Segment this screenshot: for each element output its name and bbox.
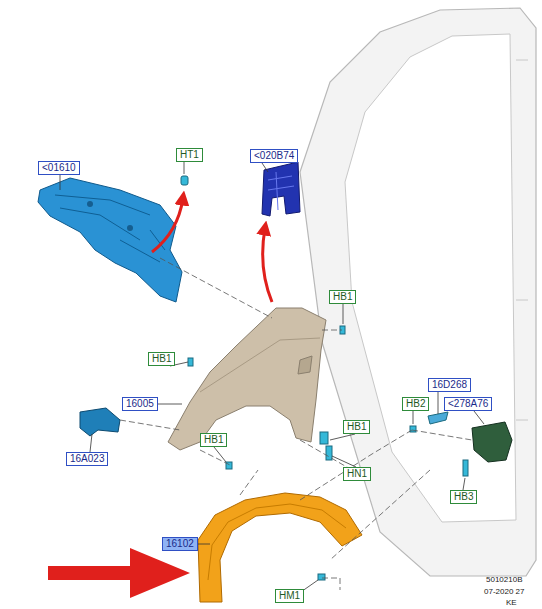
callout-box: HB2 — [402, 397, 429, 411]
pillar-bracket — [262, 162, 300, 216]
callout-number: HT1 — [180, 149, 199, 160]
callout-box: HN1 — [343, 467, 371, 481]
drawing-code: KE — [506, 598, 517, 608]
callout-box: 16D268 — [428, 378, 471, 392]
drawing-code: 07-2020 27 — [484, 587, 524, 597]
callout-box: <01610 — [38, 161, 80, 175]
callout-number: HB2 — [406, 398, 425, 409]
callout-box: <278A76 — [444, 397, 492, 411]
callout-number: <278A76 — [448, 398, 488, 409]
callout-box: HT1 — [176, 148, 203, 162]
drawing-code: 5010210B — [486, 575, 522, 585]
fender-bracket — [80, 408, 120, 436]
callout-box: <020B74 — [250, 149, 298, 163]
body-side — [300, 8, 536, 576]
callout-box: 16102 — [162, 537, 198, 551]
callout-number: HB1 — [333, 291, 352, 302]
callout-box: 16A023 — [66, 452, 108, 466]
leader-line — [60, 162, 484, 594]
callout-box: HB1 — [200, 433, 227, 447]
callout-number: 16005 — [126, 398, 154, 409]
cowl-panel — [38, 178, 182, 302]
callout-box: HB3 — [450, 490, 477, 504]
callout-number: HN1 — [347, 468, 367, 479]
callout-number: 16102 — [166, 538, 194, 549]
pointer-arrow — [48, 548, 190, 598]
callout-number: HB1 — [347, 421, 366, 432]
callout-box: 16005 — [122, 397, 158, 411]
assembly-line — [120, 258, 472, 590]
red-arrow — [152, 198, 183, 252]
red-arrow — [263, 228, 272, 302]
callout-number: HM1 — [279, 590, 300, 601]
shield — [472, 422, 512, 462]
callout-number: HB3 — [454, 491, 473, 502]
callout-box: HM1 — [275, 589, 304, 603]
clip — [181, 176, 188, 185]
callout-box: HB1 — [329, 290, 356, 304]
callout-number: 16D268 — [432, 379, 467, 390]
fastener — [188, 326, 468, 580]
callout-number: HB1 — [152, 353, 171, 364]
fender — [168, 308, 326, 450]
callout-box: HB1 — [343, 420, 370, 434]
wheel-liner — [198, 493, 362, 602]
callout-number: 16A023 — [70, 453, 104, 464]
callout-box: HB1 — [148, 352, 175, 366]
callout-number: <020B74 — [254, 150, 294, 161]
callout-number: HB1 — [204, 434, 223, 445]
callout-number: <01610 — [42, 162, 76, 173]
